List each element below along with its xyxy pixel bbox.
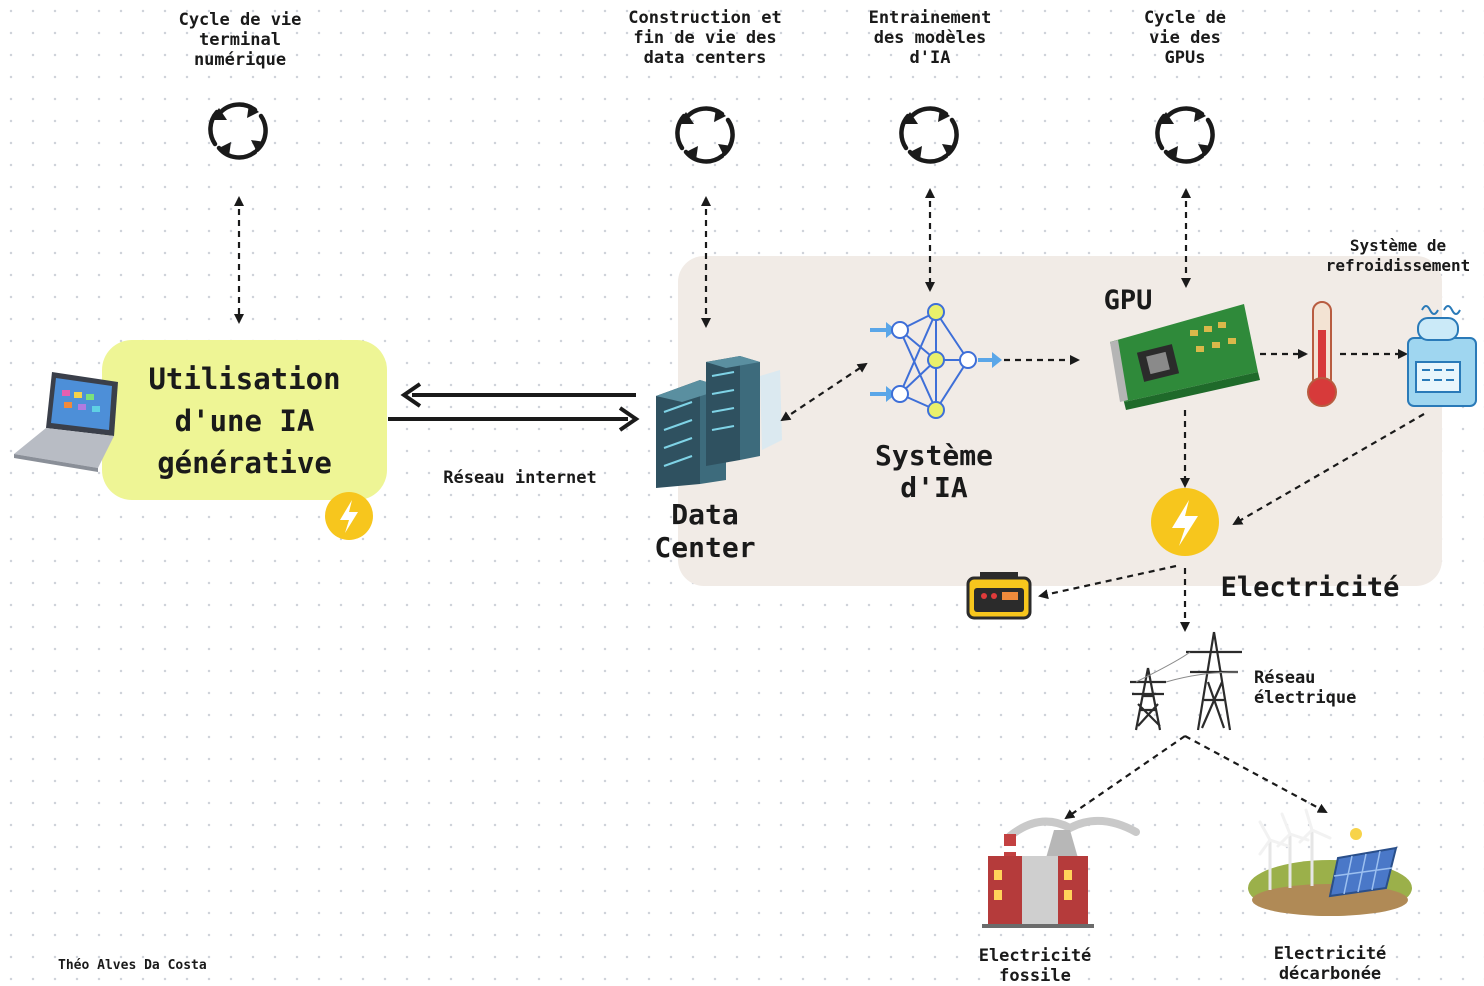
thermometer-icon (1307, 301, 1337, 407)
bolt-icon (325, 492, 373, 540)
bolt-icon (1151, 488, 1219, 556)
grid-fossil-arrow (1064, 735, 1186, 820)
network-label: Réseau internet (443, 468, 597, 488)
data-center-label: Data Center (654, 498, 756, 564)
cycle-icon (677, 108, 732, 161)
grid-label: Réseau électrique (1254, 668, 1357, 708)
laptop-icon (14, 372, 118, 472)
dc-ai-arrow (780, 362, 868, 422)
cooling-label: Système de refroidissement (1325, 236, 1471, 275)
factory-icon (982, 816, 1140, 928)
author-credit: Théo Alves Da Costa (58, 958, 207, 973)
fossil-label: Electricité fossile (978, 946, 1092, 986)
ai-system-label: Système d'IA (874, 439, 993, 504)
cycle-icon (901, 108, 956, 161)
gpu-card-icon (1110, 304, 1260, 410)
cycle-label-training: Entrainement des modèles d'IA (868, 8, 992, 68)
lowcarbon-label: Electricité décarbonée (1273, 944, 1387, 984)
usage-box (102, 340, 387, 500)
cooling-elec-arrow (1232, 413, 1425, 526)
cycle-label-terminal: Cycle de vie terminal numérique (178, 10, 302, 70)
grid-lowcarbon-arrow (1184, 735, 1328, 813)
cycle-label-datacenter: Construction et fin de vie des data cent… (628, 8, 782, 68)
gpu-label: GPU (1103, 285, 1153, 316)
pylon-icon (1130, 631, 1242, 731)
generator-icon (966, 572, 1032, 620)
electricity-label: Electricité (1220, 572, 1400, 603)
server-rack-icon (656, 356, 782, 488)
usage-label: Utilisation d'une IA générative (148, 362, 341, 480)
cooling-unit-icon (1407, 305, 1477, 407)
cycle-icon (1157, 108, 1212, 161)
cycle-label-gpu: Cycle de vie des GPUs (1144, 8, 1226, 68)
cycle-icon (210, 104, 265, 157)
neural-network-icon (870, 303, 1002, 419)
wind-solar-icon (1248, 808, 1412, 916)
elec-generator-arrow (1038, 564, 1177, 600)
